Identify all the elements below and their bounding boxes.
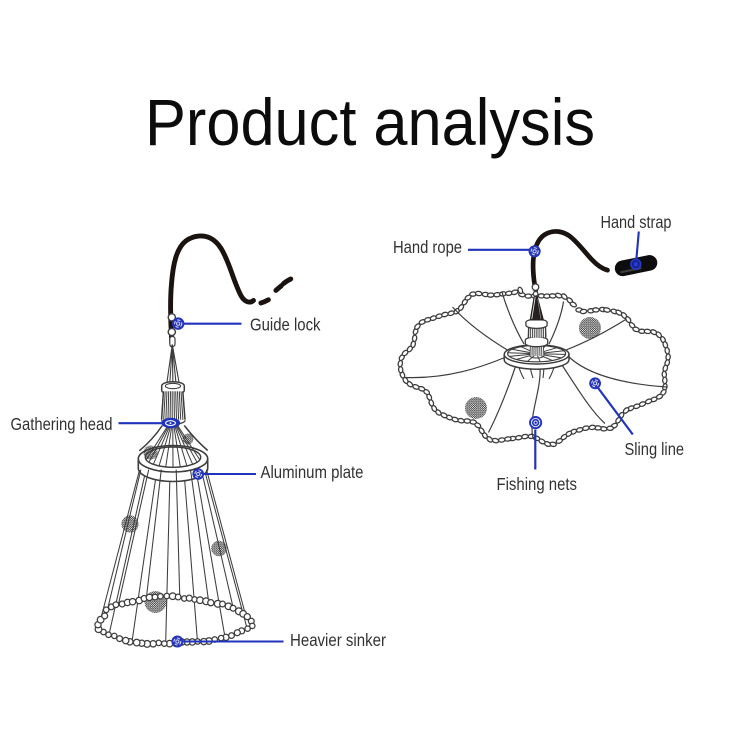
svg-text:Aluminum plate: Aluminum plate (261, 462, 364, 482)
svg-text:Product analysis: Product analysis (145, 85, 595, 159)
svg-text:Gathering head: Gathering head (11, 414, 113, 434)
svg-text:Sling line: Sling line (625, 439, 685, 459)
svg-text:Guide lock: Guide lock (250, 315, 321, 335)
svg-text:Heavier sinker: Heavier sinker (290, 630, 386, 650)
svg-text:Hand rope: Hand rope (393, 237, 462, 257)
svg-text:Fishing nets: Fishing nets (497, 474, 578, 494)
svg-text:Hand strap: Hand strap (601, 212, 672, 232)
